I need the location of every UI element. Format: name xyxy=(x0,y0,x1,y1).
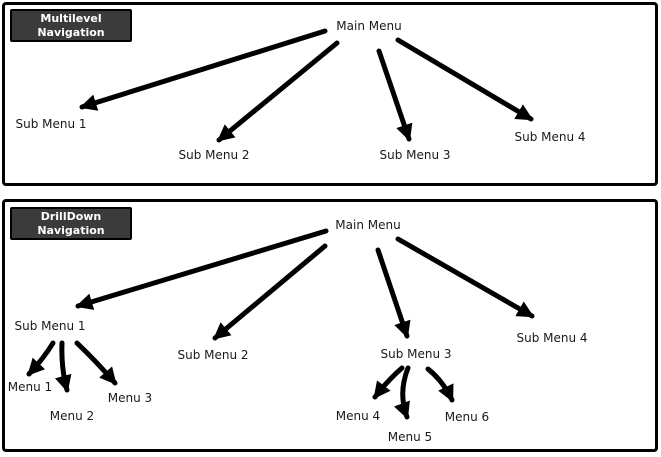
multilevel-title-line1: Multilevel xyxy=(40,12,102,25)
drilldown-title-line2: Navigation xyxy=(37,224,105,237)
node-sub-menu-1: Sub Menu 1 xyxy=(14,319,86,333)
node-menu-4: Menu 4 xyxy=(335,409,381,423)
multilevel-title-box: Multilevel Navigation xyxy=(10,9,132,42)
node-sub-menu-2: Sub Menu 2 xyxy=(177,348,249,362)
drilldown-title-line1: DrillDown xyxy=(40,210,102,223)
node-sub-menu-2: Sub Menu 2 xyxy=(178,148,250,162)
node-sub-menu-3: Sub Menu 3 xyxy=(380,347,452,361)
node-sub-menu-3: Sub Menu 3 xyxy=(379,148,451,162)
node-sub-menu-4: Sub Menu 4 xyxy=(514,130,586,144)
node-menu-6: Menu 6 xyxy=(444,410,490,424)
node-main-menu: Main Menu xyxy=(336,19,402,33)
node-sub-menu-1: Sub Menu 1 xyxy=(15,117,87,131)
drilldown-title-box: DrillDown Navigation xyxy=(10,207,132,240)
multilevel-title-line2: Navigation xyxy=(37,26,105,39)
node-menu-1: Menu 1 xyxy=(7,380,53,394)
node-menu-2: Menu 2 xyxy=(49,409,95,423)
node-main-menu: Main Menu xyxy=(335,218,401,232)
node-sub-menu-4: Sub Menu 4 xyxy=(516,331,588,345)
node-menu-5: Menu 5 xyxy=(387,430,433,444)
node-menu-3: Menu 3 xyxy=(107,391,153,405)
